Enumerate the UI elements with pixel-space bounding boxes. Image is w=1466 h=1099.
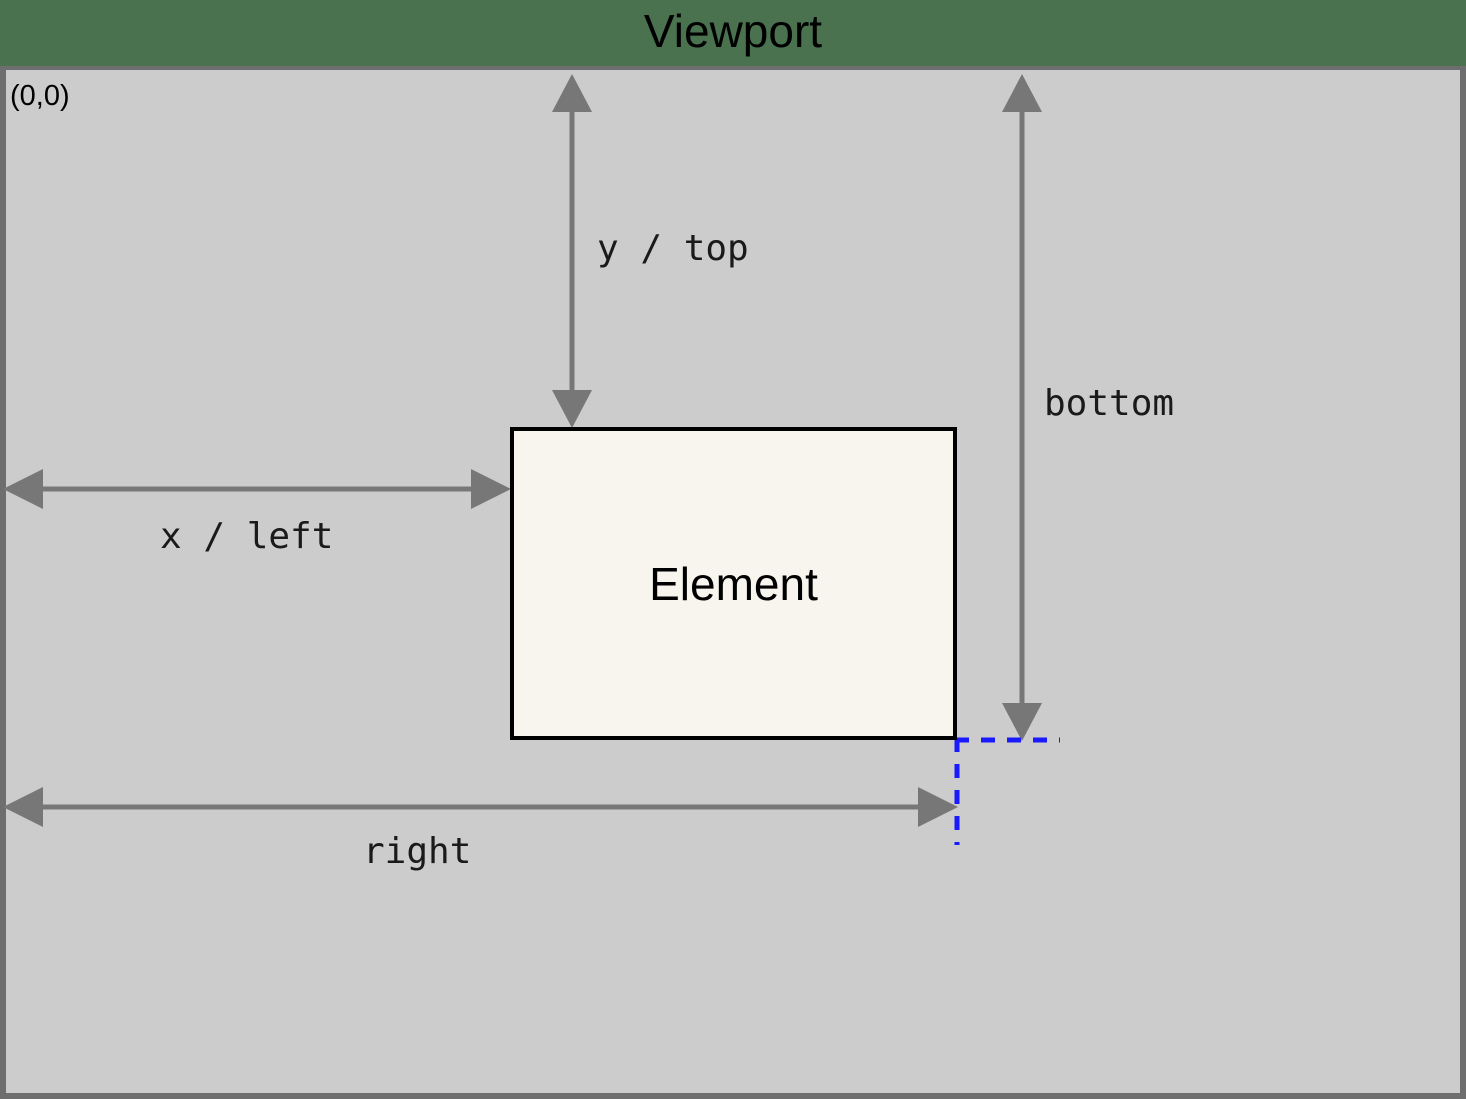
measurement-label-bottom: bottom: [1044, 383, 1175, 424]
origin-coordinate-label: (0,0): [10, 80, 70, 112]
measurement-label-right: right: [363, 831, 472, 872]
element-box: Element: [510, 427, 957, 740]
viewport-title: Viewport: [643, 5, 823, 57]
measurement-label-y-top: y / top: [597, 228, 749, 269]
element-box-label: Element: [649, 557, 818, 610]
viewport-header-bar: Viewport: [0, 0, 1466, 66]
measurement-label-x-left: x / left: [160, 516, 334, 557]
